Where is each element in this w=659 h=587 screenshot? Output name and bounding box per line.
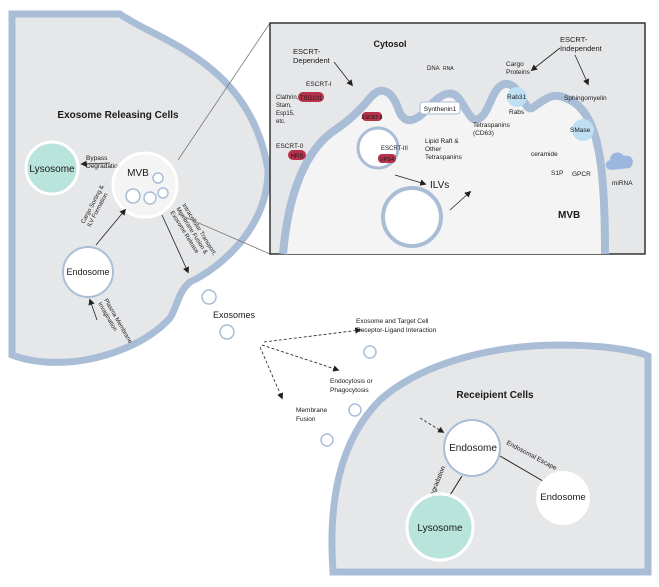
rabs-label: Rabs xyxy=(509,109,525,116)
cargo-proteins-label: Cargo Proteins xyxy=(506,61,531,76)
lysosome-organelle xyxy=(24,140,80,196)
escrt-dependent-label: ESCRT- Dependent xyxy=(293,47,331,65)
mirna-cloud xyxy=(605,152,633,170)
endosomal-escape-arrow xyxy=(499,455,550,486)
escrt-independent-arrow-1 xyxy=(530,47,561,71)
route-arrow-receptor xyxy=(263,327,362,343)
exosome-vesicle-1 xyxy=(201,289,217,305)
lysosome-label: Lysosome xyxy=(29,164,75,175)
dna-label: DNA xyxy=(427,66,440,72)
route-arrow-fusion xyxy=(259,346,284,400)
fusion-route-label: Membrane Fusion xyxy=(296,407,329,423)
escaped-endosome-label: Endosome xyxy=(540,492,585,503)
ilv-vesicle xyxy=(381,186,443,248)
escaped-endosome xyxy=(536,471,590,525)
cytosol-label: Cytosol xyxy=(373,39,406,49)
route-arrow-endocytosis xyxy=(261,344,340,372)
zoom-guide-bottom xyxy=(177,213,271,255)
syntenin-label: Synthenin1 xyxy=(424,106,457,113)
syntenin-box xyxy=(419,101,461,115)
ilv-arrow xyxy=(394,174,427,186)
escrt1-label: ESCRT-I xyxy=(306,81,332,88)
gpcr-label: GPCR xyxy=(572,171,591,178)
mvb-limiting-membrane xyxy=(279,80,609,255)
tsg101-protein xyxy=(298,92,324,102)
mvb-ilv-3 xyxy=(152,172,164,184)
sphingomyelin-label: Sphingomyelin xyxy=(564,95,607,102)
escrt-independent-label: ESCRT- Independent xyxy=(560,35,603,53)
recipient-endosome-label: Endosome xyxy=(449,443,497,454)
mvb-ilv-2 xyxy=(143,191,157,205)
tsg101-label: TSG101 xyxy=(300,96,323,102)
mirna-label: miRNA xyxy=(612,180,633,187)
endocytosis-inner-arrow xyxy=(419,417,445,433)
recipient-cell-title: Receipient Cells xyxy=(456,390,534,401)
clathrin-label: Clathrin, Stam, Esp15, etc. xyxy=(276,95,300,125)
mvb-ilv-1 xyxy=(125,188,141,204)
escrt-independent-arrow-2 xyxy=(574,54,589,86)
exosome-endocytosed xyxy=(348,403,362,417)
bypass-arrow xyxy=(80,160,111,168)
exosome-vesicle-2 xyxy=(219,324,235,340)
escrt3-label: ESCRT-III xyxy=(381,146,408,152)
zoom-guide-top xyxy=(177,22,271,161)
hrs-protein xyxy=(288,150,306,160)
releasing-cell-title: Exosome Releasing Cells xyxy=(57,110,179,121)
ilv-release-arrow xyxy=(449,190,472,211)
recipient-lysosome xyxy=(405,492,475,562)
mvb-label: MVB xyxy=(127,168,149,179)
inset-mvb-label: MVB xyxy=(558,210,580,221)
endosome-to-mvb-arrow xyxy=(95,208,127,246)
mvb-ilv-4 xyxy=(157,187,169,199)
mvb-to-membrane-arrow xyxy=(161,214,189,274)
hrs-label: HRS xyxy=(291,154,304,160)
tetraspanins-label: Tetraspanins (CD63) xyxy=(473,122,512,137)
vps4-protein xyxy=(378,154,396,163)
mvb-organelle xyxy=(111,151,179,219)
vps4-label: VPS4 xyxy=(380,157,394,163)
exosome-fusing xyxy=(320,433,334,447)
receptor-route-label: Exosome and Target Cell Receptor-Ligand … xyxy=(356,318,437,334)
exosomes-label: Exosomes xyxy=(213,310,256,320)
recipient-lysosome-label: Lysosome xyxy=(417,523,463,534)
exosome-receptor-bound xyxy=(363,345,377,359)
escrt0-label: ESCRT-0 xyxy=(276,143,304,150)
escrt2-protein xyxy=(362,112,382,121)
escrt-dependent-arrow xyxy=(333,61,353,87)
s1p-label: S1P xyxy=(551,170,563,177)
recipient-endosome xyxy=(443,419,501,477)
invagination-arrow xyxy=(88,298,98,321)
endocytosis-route-label: Endocytosis or Phagocytosis xyxy=(330,378,374,394)
escrt2-label: ESCRT-II xyxy=(361,115,382,121)
ceramide-label: ceramide xyxy=(531,151,558,158)
smase-label: SMase xyxy=(570,127,591,134)
endosome-label: Endosome xyxy=(66,267,109,277)
rna-label: RNA xyxy=(443,66,454,72)
smase-enzyme xyxy=(572,119,594,141)
lipid-raft-label: Lipid Raft & Other Tetraspanins xyxy=(425,138,463,161)
rab31-label: Rab31 xyxy=(507,94,527,101)
rab31-protein xyxy=(507,87,527,107)
bypass-label: Bypass Degradation xyxy=(86,155,122,170)
ilvs-label: ILVs xyxy=(430,180,449,191)
endosome-organelle xyxy=(62,246,114,298)
